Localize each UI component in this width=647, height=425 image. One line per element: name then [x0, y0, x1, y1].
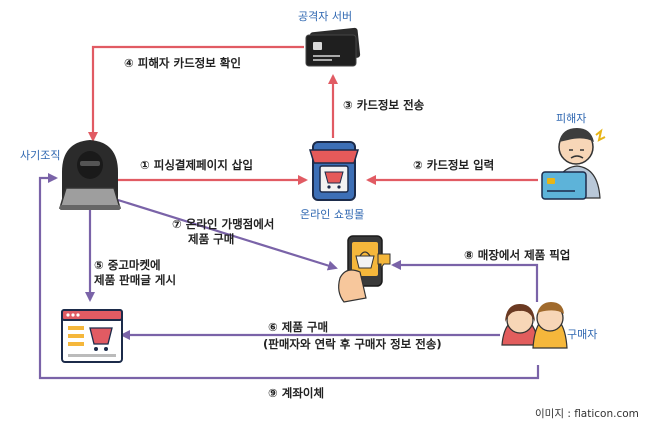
arrow-step-9	[38, 173, 540, 380]
credit-card-icon	[541, 171, 587, 200]
arrow-step-8	[391, 260, 539, 302]
red-flow-arrows	[88, 45, 538, 185]
step-5-label-line-2: 제품 판매글 게시	[94, 273, 177, 287]
label-buyer: 구매자	[567, 328, 598, 341]
step-2-label: ② 카드정보 입력	[413, 158, 495, 172]
purple-flow-arrows	[38, 173, 540, 380]
buyers-couple-icon	[501, 302, 568, 349]
arrow-step-4	[88, 45, 304, 142]
used-market-web-icon	[61, 309, 123, 363]
image-credit: 이미지 : flaticon.com	[535, 408, 639, 420]
step-9-label: ⑨ 계좌이체	[268, 386, 325, 400]
label-fraudster: 사기조직	[20, 149, 61, 162]
step-5-label-line-1: ⑤ 중고마켓에	[94, 258, 161, 272]
hacker-icon	[58, 140, 122, 210]
step-1-label: ① 피싱결제페이지 삽입	[140, 158, 253, 172]
step-8-label: ⑧ 매장에서 제품 픽업	[464, 248, 571, 262]
step-6-label-line-2: (판매자와 연락 후 구매자 정보 전송)	[263, 337, 442, 351]
hand-phone-basket-icon	[338, 235, 391, 303]
step-7-label-line-2: 제품 구매	[188, 232, 235, 246]
arrow-step-7	[117, 198, 338, 271]
step-4-label: ④ 피해자 카드정보 확인	[124, 56, 241, 70]
label-attacker-server: 공격자 서버	[298, 10, 353, 23]
step-7-label-line-1: ⑦ 온라인 가맹점에서	[172, 217, 275, 231]
label-victim: 피해자	[556, 112, 587, 125]
step-6-label-line-1: ⑥ 제품 구매	[268, 320, 329, 334]
label-online-mall: 온라인 쇼핑몰	[300, 208, 365, 221]
step-3-label: ③ 카드정보 전송	[343, 98, 425, 112]
online-mall-phone-icon	[308, 141, 360, 201]
credit-cards-icon	[305, 27, 361, 67]
